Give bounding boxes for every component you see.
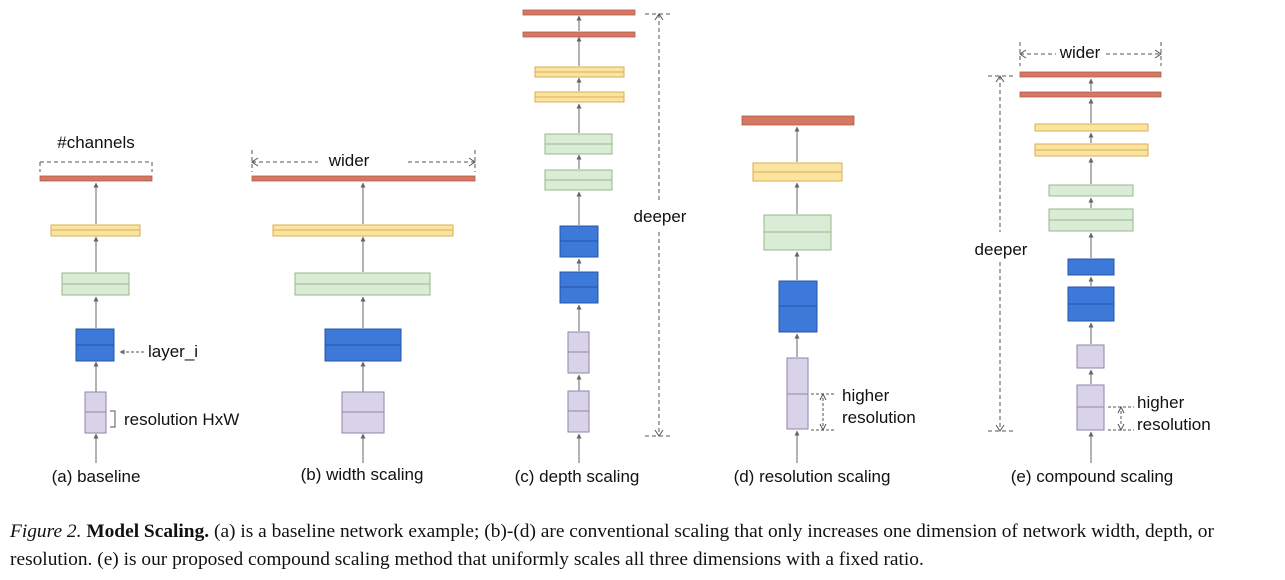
panel-b-label: (b) width scaling <box>301 465 424 484</box>
panel-a-baseline: #channels layer_i resolution HxW (a) bas… <box>39 133 239 486</box>
red-layer <box>522 31 636 38</box>
deeper-bracket <box>988 75 1015 432</box>
green-layer <box>61 272 130 296</box>
purple-layer <box>786 357 809 430</box>
blue-layer <box>778 280 818 333</box>
resolution-bracket <box>811 393 836 431</box>
panel-c-label: (c) depth scaling <box>515 467 640 486</box>
deeper-label: deeper <box>975 240 1028 259</box>
red-layer <box>1019 91 1162 98</box>
resolution-brace <box>110 410 116 428</box>
blue-layer <box>324 328 402 362</box>
yellow-layer <box>534 66 625 78</box>
yellow-layer <box>1034 143 1149 157</box>
blue-layer <box>559 225 599 258</box>
red-layer <box>1019 71 1162 78</box>
red-layer <box>251 175 476 182</box>
figure-caption: Figure 2. Model Scaling. (a) is a baseli… <box>10 518 1278 574</box>
layer-label: layer_i <box>148 342 198 361</box>
resolution-label: resolution <box>842 408 916 427</box>
red-layer <box>522 9 636 16</box>
caption-figure-number: Figure 2. <box>10 521 82 542</box>
blue-layer <box>75 328 115 362</box>
channels-label: #channels <box>57 133 135 152</box>
resolution-label: resolution <box>1137 415 1211 434</box>
channels-bracket <box>39 161 153 172</box>
deeper-label: deeper <box>634 207 687 226</box>
panel-e-compound-scaling: wider deeper higher resolution (e) compo… <box>975 42 1211 486</box>
yellow-layer <box>50 224 141 237</box>
green-layer <box>294 272 431 296</box>
purple-layer <box>1076 384 1105 431</box>
panel-a-label: (a) baseline <box>52 467 141 486</box>
purple-layer <box>567 331 590 374</box>
wider-bracket <box>1019 42 1162 66</box>
wider-label: wider <box>328 151 370 170</box>
model-scaling-figure: #channels layer_i resolution HxW (a) bas… <box>39 9 1211 486</box>
purple-layer <box>1076 344 1105 369</box>
wider-bracket <box>251 150 476 172</box>
yellow-layer <box>272 224 454 237</box>
wider-label: wider <box>1059 43 1101 62</box>
green-layer <box>763 214 832 251</box>
higher-label: higher <box>842 386 890 405</box>
panel-b-width-scaling: wider (b) width scaling <box>251 150 476 484</box>
green-layer <box>544 133 613 155</box>
panel-e-label: (e) compound scaling <box>1011 467 1174 486</box>
yellow-layer <box>1034 123 1149 132</box>
green-layer <box>1048 184 1134 197</box>
caption-body: (a) is a baseline network example; (b)-(… <box>10 521 1214 570</box>
red-layer <box>39 175 153 182</box>
panel-d-resolution-scaling: higher resolution (d) resolution scaling <box>734 115 916 486</box>
yellow-layer <box>752 162 843 182</box>
green-layer <box>1048 208 1134 232</box>
purple-layer <box>84 391 107 434</box>
deeper-bracket <box>645 13 672 437</box>
yellow-layer <box>534 91 625 103</box>
panel-d-label: (d) resolution scaling <box>734 467 891 486</box>
purple-layer <box>341 391 385 434</box>
blue-layer <box>1067 286 1115 322</box>
blue-layer <box>559 271 599 304</box>
red-layer <box>741 115 855 126</box>
caption-title: Model Scaling. <box>86 521 210 542</box>
purple-layer <box>567 390 590 433</box>
higher-label: higher <box>1137 393 1185 412</box>
resolution-bracket <box>1108 406 1134 431</box>
green-layer <box>544 169 613 191</box>
blue-layer <box>1067 258 1115 276</box>
panel-c-depth-scaling: deeper (c) depth scaling <box>515 9 687 486</box>
resolution-label: resolution HxW <box>124 410 239 429</box>
